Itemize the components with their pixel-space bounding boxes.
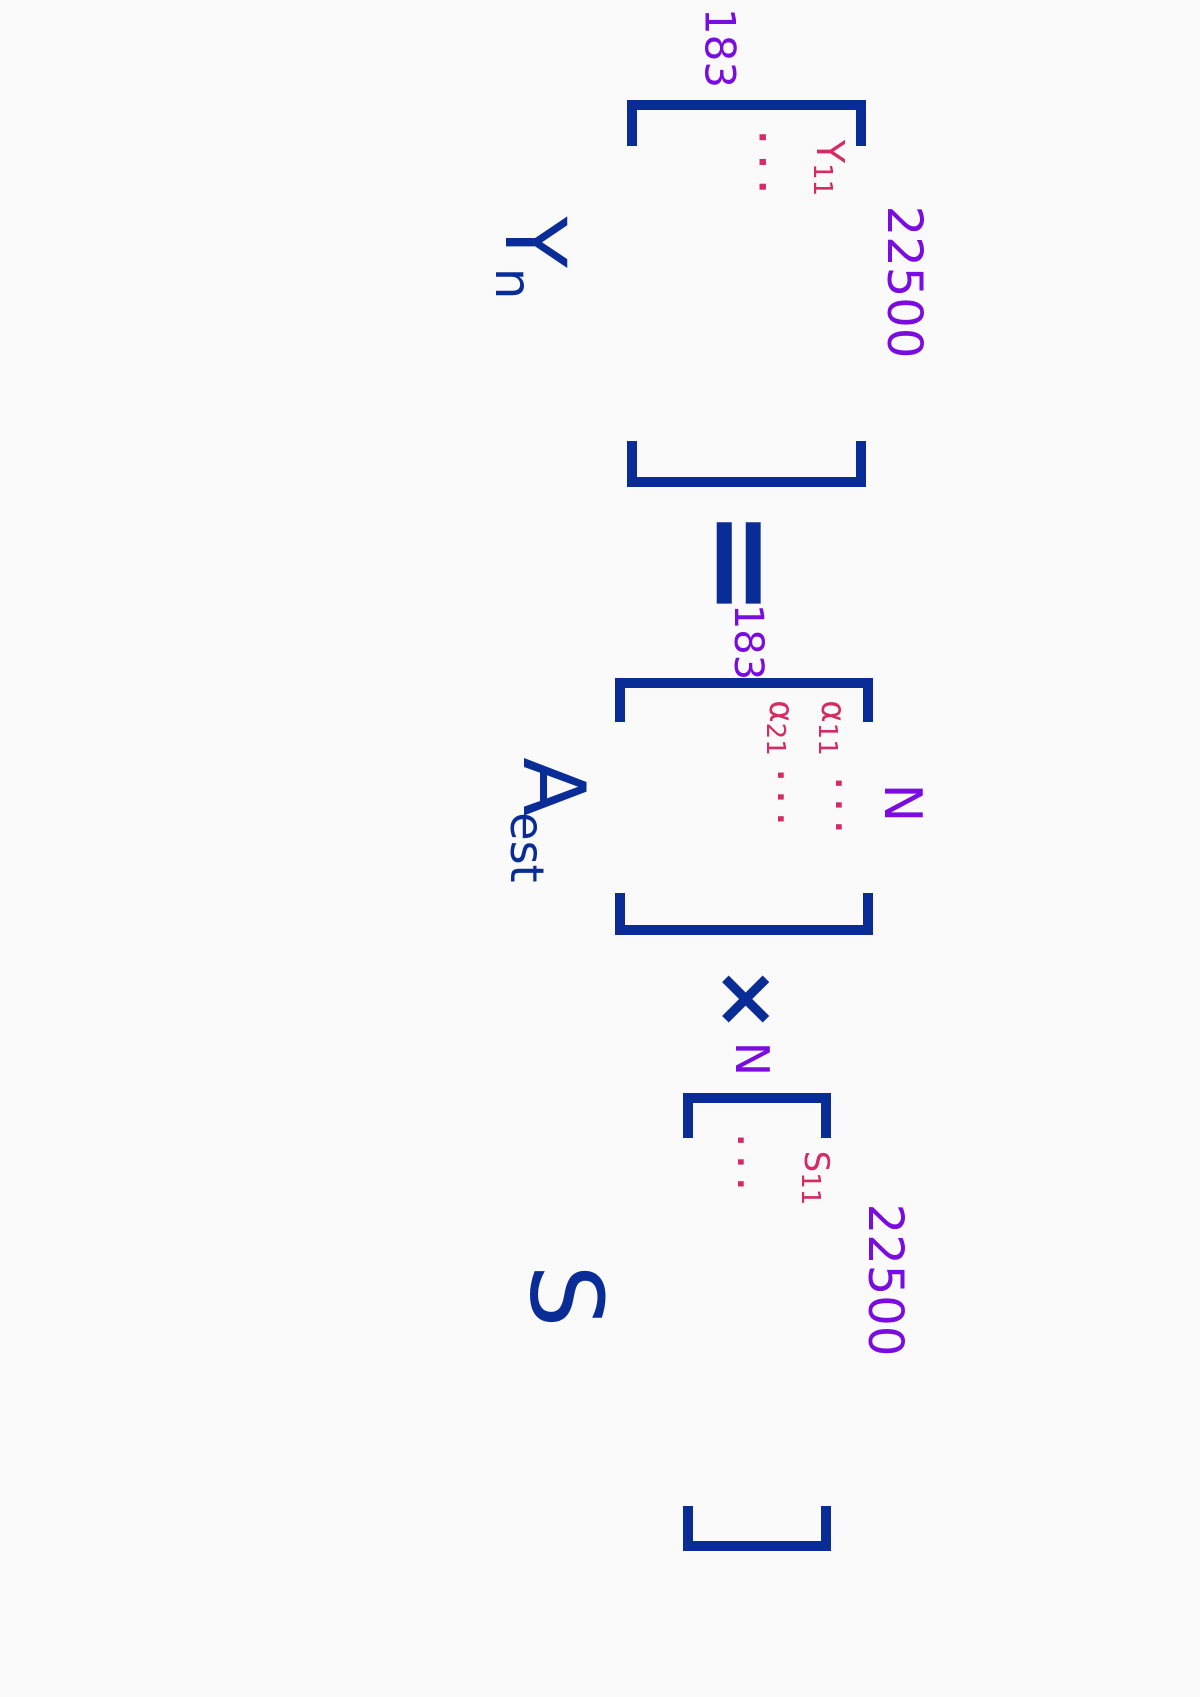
- a-est-matrix-name: Aest: [500, 757, 603, 882]
- s-matrix-rows-label: N: [725, 1042, 779, 1076]
- s-matrix-dots: · · ·: [723, 1134, 758, 1189]
- equals-sign: =: [667, 509, 819, 618]
- times-sign: ×: [702, 965, 795, 1032]
- a-est-matrix: [615, 678, 873, 935]
- a-est-matrix-left-bracket: [615, 678, 873, 722]
- s-matrix-element-s11: S11: [795, 1151, 836, 1206]
- y-matrix-element-y11: Y11: [807, 139, 852, 196]
- y-matrix: [627, 100, 866, 487]
- y-matrix-name: Yn: [484, 215, 584, 299]
- y-matrix-rows-label: 183: [696, 8, 745, 88]
- s-matrix: [683, 1093, 831, 1551]
- s-matrix-right-bracket: [683, 1506, 831, 1551]
- a-est-matrix-element-alpha21: α21: [760, 700, 801, 756]
- a-est-matrix-element-alpha11: α11: [812, 700, 853, 756]
- a-est-matrix-cols-label: N: [872, 784, 932, 823]
- a-est-matrix-right-bracket: [615, 893, 873, 935]
- s-matrix-left-bracket: [683, 1093, 831, 1138]
- a-est-matrix-rows-label: 183: [725, 604, 771, 680]
- a-est-matrix-row1-dots: · · ·: [821, 777, 856, 832]
- y-matrix-dots: · · ·: [742, 131, 782, 193]
- a-est-matrix-row2-dots: · · ·: [763, 769, 798, 824]
- s-matrix-cols-label: 22500: [857, 1204, 913, 1357]
- y-matrix-left-bracket: [627, 100, 866, 146]
- y-matrix-right-bracket: [627, 441, 866, 487]
- s-matrix-name: S: [508, 1264, 625, 1327]
- y-matrix-cols-label: 22500: [876, 206, 932, 359]
